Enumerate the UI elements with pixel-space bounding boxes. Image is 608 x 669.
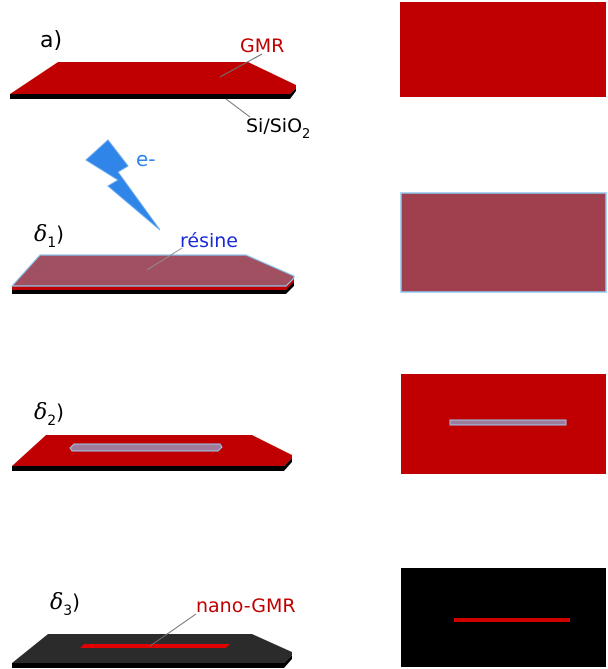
step-d3-label: δ3) <box>50 590 80 619</box>
step-a-gmr-pointer <box>219 53 263 78</box>
step-d2-diagram: δ2) <box>12 374 606 474</box>
step-d2-resist-strip <box>69 443 223 452</box>
step-a-top-view <box>400 2 606 97</box>
step-a-gmr-label: GMR <box>240 35 284 57</box>
step-a-gmr-layer <box>10 62 296 94</box>
step-d3-top-view <box>401 568 606 667</box>
step-a-diagram: a) GMR Si/SiO2 <box>10 2 606 142</box>
step-d1-diagram: δ1) résine <box>10 192 607 294</box>
lightning-bolt-icon <box>85 139 161 231</box>
step-d1-label: δ1) <box>34 222 64 251</box>
step-d3-etched-surface <box>12 634 292 663</box>
step-d1-resist-label: résine <box>180 230 238 252</box>
step-a-substrate-edge <box>10 88 296 99</box>
step-d2-label: δ2) <box>34 400 64 429</box>
step-a-substrate-label: Si/SiO2 <box>246 115 310 142</box>
step-d2-top-view-strip <box>449 419 567 426</box>
step-d1-top-view <box>400 192 607 293</box>
step-d3-substrate-edge <box>12 655 292 668</box>
step-d1-resist-layer <box>10 254 295 287</box>
step-d1-gmr-edge <box>12 278 294 290</box>
electron-label: e- <box>136 147 156 171</box>
step-a-label: a) <box>40 28 62 53</box>
step-d2-substrate-edge <box>12 458 292 471</box>
step-d1-substrate-edge <box>12 281 294 294</box>
step-d3-top-view-strip <box>454 618 570 622</box>
electron-beam: e- <box>85 139 161 231</box>
step-d1-resist-pointer <box>146 247 183 271</box>
step-d3-diagram: δ3) nano-GMR <box>12 568 606 668</box>
step-d3-nano-gmr-pointer <box>149 613 197 647</box>
step-a-substrate-pointer <box>225 98 251 118</box>
step-d3-nano-gmr-label: nano-GMR <box>196 595 296 617</box>
step-d3-nano-gmr-strip <box>80 644 230 648</box>
